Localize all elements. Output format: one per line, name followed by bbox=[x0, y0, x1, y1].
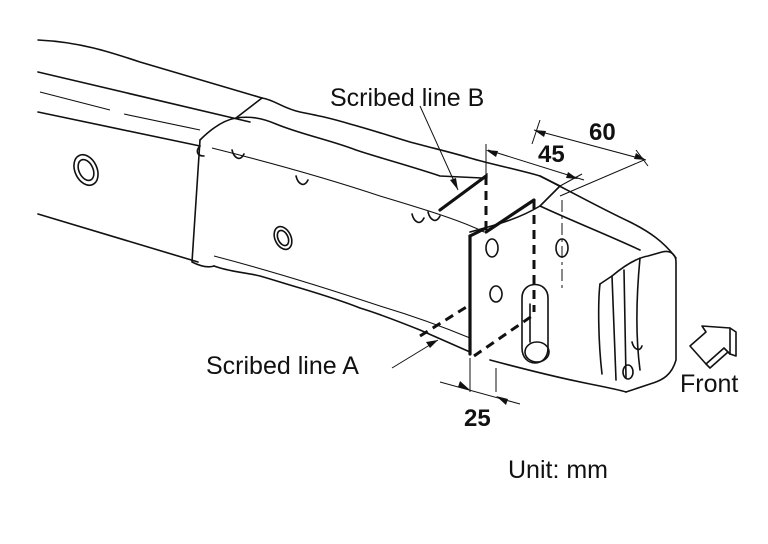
scribed-line-b-label: Scribed line B bbox=[330, 84, 484, 112]
rivet-notch bbox=[231, 149, 245, 160]
dimension-60-label: 60 bbox=[589, 119, 616, 146]
scribed-line-a-label: Scribed line A bbox=[206, 352, 359, 380]
front-direction-arrow-icon bbox=[689, 325, 737, 369]
side-hole bbox=[273, 225, 293, 251]
scribed-line-a-mark bbox=[419, 226, 533, 358]
dimension-25 bbox=[439, 358, 521, 405]
dimension-45 bbox=[485, 144, 585, 187]
dimension-45-label: 45 bbox=[538, 141, 565, 168]
dimension-25-label: 25 bbox=[464, 405, 491, 432]
rail-rear-section bbox=[37, 39, 263, 263]
rail-front-section bbox=[469, 175, 677, 393]
leader-scribed-line-b bbox=[419, 105, 459, 191]
rail-box-section bbox=[191, 97, 561, 353]
dimension-60 bbox=[531, 119, 649, 197]
front-label: Front bbox=[680, 370, 738, 398]
unit-label: Unit: mm bbox=[508, 456, 608, 484]
rear-hole bbox=[73, 153, 99, 187]
